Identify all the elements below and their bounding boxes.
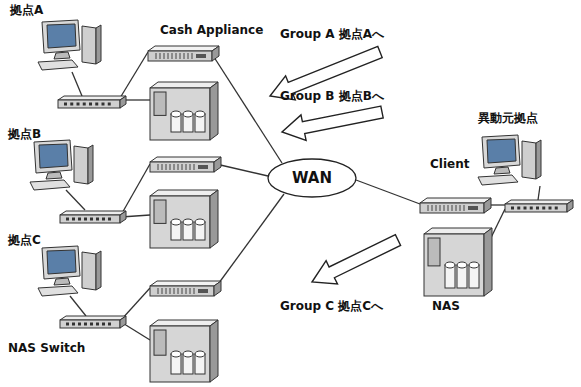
network-name: WAN (292, 169, 332, 187)
pc-icon (38, 20, 101, 70)
nas-switch-icon (58, 96, 126, 108)
nas-switch-icon (60, 316, 126, 328)
pc-icon (38, 246, 101, 296)
diagram-label: Client (430, 158, 469, 171)
transfer-arrow (282, 106, 383, 140)
diagram-label: Group C 拠点Cへ (280, 300, 383, 313)
diagram-label: Group B 拠点Bへ (280, 90, 384, 103)
cache-appliance-icon (420, 198, 491, 213)
nas-storage-icon (424, 228, 492, 296)
network-wire (121, 164, 150, 215)
transfer-arrow (312, 235, 401, 284)
diagram-label: 拠点A (10, 4, 43, 17)
network-wire (120, 52, 148, 98)
nas-storage-icon (150, 320, 218, 382)
diagram-label: 拠点B (8, 128, 41, 141)
cache-appliance-icon (150, 281, 221, 296)
diagram-label: 拠点C (8, 234, 41, 247)
cache-appliance-icon (150, 157, 221, 172)
network-wire (216, 194, 284, 287)
diagram-label: 異動元拠点 (478, 112, 538, 125)
pc-icon (30, 140, 93, 190)
nas-switch-icon (60, 211, 126, 223)
network-cloud: WAN (267, 158, 357, 198)
network-wire (66, 190, 85, 210)
network-wire (121, 288, 150, 320)
network-wires (66, 52, 540, 340)
diagram-label: Group A 拠点Aへ (280, 28, 384, 41)
network-wire (216, 164, 268, 176)
network-wire (212, 54, 282, 163)
network-wire (70, 296, 86, 316)
diagram-label: NAS Switch (8, 342, 85, 355)
network-wire (72, 72, 82, 96)
diagram-label: Cash Appliance (160, 24, 263, 37)
nas-switch-icon (505, 200, 573, 212)
diagram-label: NAS (432, 300, 460, 313)
network-wire (538, 186, 540, 200)
pc-icon (478, 135, 541, 185)
cache-appliance-icon (148, 46, 219, 61)
network-wire (356, 180, 420, 204)
nas-storage-icon (150, 82, 218, 140)
nas-storage-icon (150, 190, 218, 248)
